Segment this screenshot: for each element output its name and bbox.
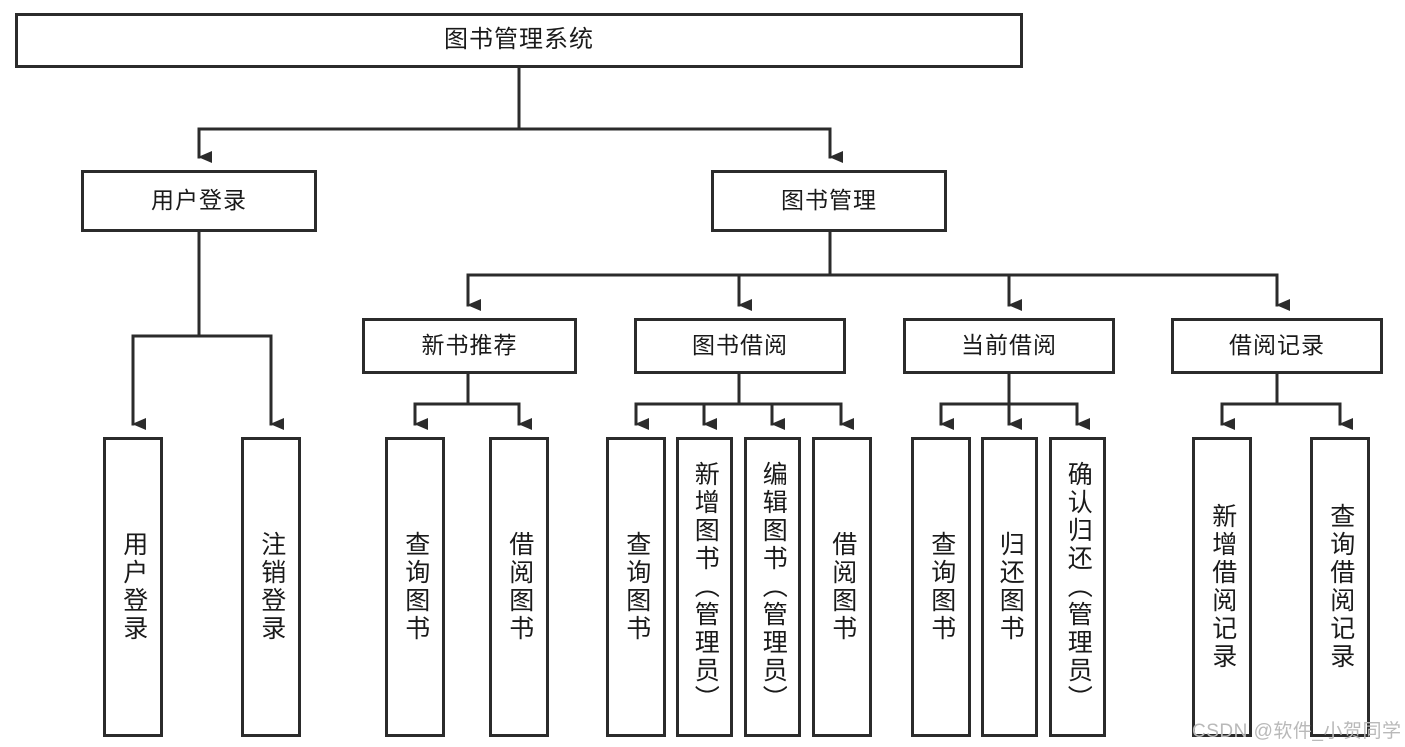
leaf-borrow-record-query[interactable]: 查询借阅记录 [1310,437,1370,737]
leaf-user-login-signin[interactable]: 用户登录 [103,437,163,737]
leaf-current-borrow-query[interactable]: 查询图书 [911,437,971,737]
leaf-user-login-signout[interactable]: 注销登录 [241,437,301,737]
node-book-management[interactable]: 图书管理 [711,170,947,232]
node-current-borrow[interactable]: 当前借阅 [903,318,1115,374]
node-borrow-record[interactable]: 借阅记录 [1171,318,1383,374]
leaf-current-borrow-confirm-return[interactable]: 确认归还（管理员） [1049,437,1106,737]
node-user-login[interactable]: 用户登录 [81,170,317,232]
leaf-book-borrow-add[interactable]: 新增图书（管理员） [676,437,733,737]
leaf-borrow-record-add[interactable]: 新增借阅记录 [1192,437,1252,737]
node-book-borrow[interactable]: 图书借阅 [634,318,846,374]
leaf-book-borrow-edit[interactable]: 编辑图书（管理员） [744,437,801,737]
leaf-current-borrow-return[interactable]: 归还图书 [981,437,1038,737]
csdn-watermark: CSDN @软件_小贺同学 [1192,721,1402,742]
leaf-new-books-borrow[interactable]: 借阅图书 [489,437,549,737]
leaf-book-borrow-borrow[interactable]: 借阅图书 [812,437,872,737]
node-root[interactable]: 图书管理系统 [15,13,1023,68]
leaf-new-books-query[interactable]: 查询图书 [385,437,445,737]
leaf-book-borrow-query[interactable]: 查询图书 [606,437,666,737]
node-new-book-recommend[interactable]: 新书推荐 [362,318,577,374]
